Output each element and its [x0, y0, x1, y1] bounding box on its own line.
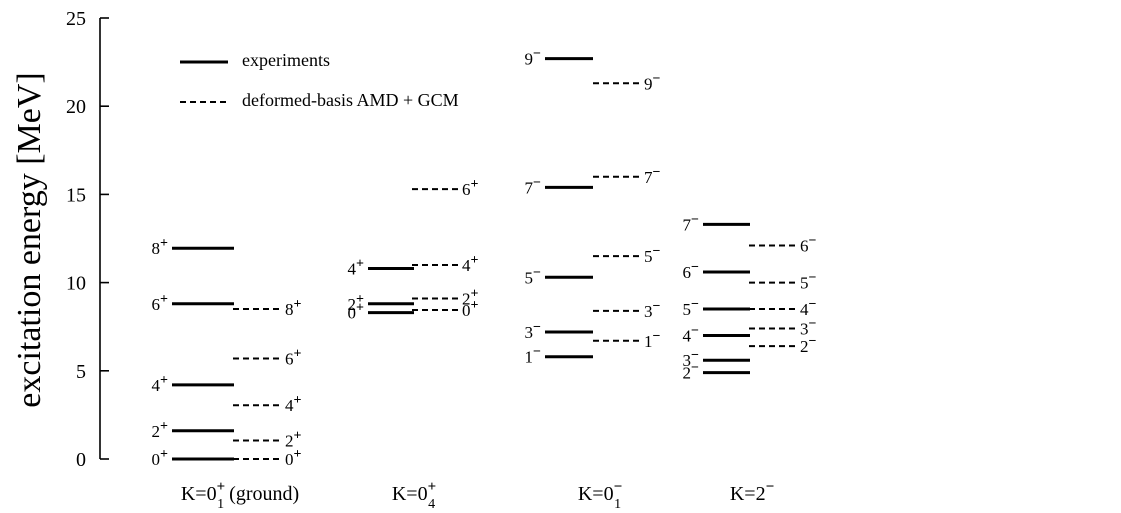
- experiment-level-label-4+: 4+: [348, 256, 365, 278]
- y-tick-label: 15: [66, 184, 86, 206]
- group-labels: K=0+1 (ground) K=0+4 K=0−1 K=2−: [181, 479, 774, 512]
- y-axis: 0 5 10 15 20 25: [66, 8, 109, 471]
- level-group-g4: 2−3−4−5−6−7−2−3−4−5−6−: [683, 212, 817, 382]
- theory-level-label-0+: 0+: [285, 447, 302, 469]
- experiment-level-label-6-: 6−: [683, 260, 700, 282]
- levels: 0+2+4+6+8+0+2+4+6+8+0+2+4+0+2+4+6+1−3−5−…: [152, 47, 817, 469]
- theory-level-label-4+: 4+: [462, 253, 479, 275]
- experiment-level-label-4+: 4+: [152, 373, 169, 395]
- level-group-g2: 0+2+4+0+2+4+6+: [348, 177, 479, 322]
- group-label-g2: K=0+4: [392, 479, 436, 512]
- y-tick-label: 20: [66, 96, 86, 118]
- experiment-level-label-5-: 5−: [683, 297, 700, 319]
- experiment-level-label-8+: 8+: [152, 236, 169, 258]
- experiment-level-label-4-: 4−: [683, 324, 700, 346]
- experiment-level-label-3-: 3−: [525, 320, 542, 342]
- experiment-level-label-0+: 0+: [152, 447, 169, 469]
- legend-label-dashed: deformed-basis AMD + GCM: [242, 90, 459, 110]
- experiment-level-label-3-: 3−: [683, 348, 700, 370]
- legend-label-solid: experiments: [242, 50, 330, 70]
- theory-level-label-8+: 8+: [285, 297, 302, 319]
- theory-level-label-4+: 4+: [285, 393, 302, 415]
- y-axis-label: excitation energy [MeV]: [11, 72, 48, 407]
- theory-level-label-6+: 6+: [285, 346, 302, 368]
- theory-level-label-2+: 2+: [285, 428, 302, 450]
- theory-level-label-4-: 4−: [800, 297, 817, 319]
- experiment-level-label-1-: 1−: [525, 345, 542, 367]
- theory-level-label-3-: 3−: [800, 316, 817, 338]
- theory-level-label-3-: 3−: [644, 299, 661, 321]
- experiment-level-label-6+: 6+: [152, 292, 169, 314]
- theory-level-label-9-: 9−: [644, 71, 661, 93]
- group-label-g1: K=0+1 (ground): [181, 479, 299, 512]
- level-group-g3: 1− 3− 5− 7− 9− 1− 3− 5− 7− 9−: [525, 47, 661, 367]
- theory-level-label-0+: 0+: [462, 298, 479, 320]
- experiment-level-label-2+: 2+: [348, 292, 365, 314]
- group-label-g3: K=0−1: [578, 479, 622, 512]
- theory-level-label-1-: 1−: [644, 329, 661, 351]
- y-tick-label: 5: [76, 361, 86, 383]
- theory-level-label-5-: 5−: [800, 271, 817, 293]
- experiment-level-label-2+: 2+: [152, 419, 169, 441]
- y-tick-label: 10: [66, 273, 86, 295]
- theory-level-label-6+: 6+: [462, 177, 479, 199]
- theory-level-label-5-: 5−: [644, 244, 661, 266]
- experiment-level-label-5-: 5−: [525, 265, 542, 287]
- theory-level-label-7-: 7−: [644, 165, 661, 187]
- legend: experiments deformed-basis AMD + GCM: [180, 50, 459, 110]
- level-group-g1: 0+2+4+6+8+0+2+4+6+8+: [152, 236, 302, 469]
- theory-level-label-2-: 2−: [800, 334, 817, 356]
- experiment-level-label-0+: 0+: [348, 301, 365, 323]
- experiment-level-label-7-: 7−: [683, 212, 700, 234]
- theory-level-label-6-: 6−: [800, 234, 817, 256]
- theory-level-label-2+: 2+: [462, 286, 479, 308]
- y-tick-label: 25: [66, 8, 86, 30]
- experiment-level-label-2-: 2−: [683, 361, 700, 383]
- experiment-level-label-9-: 9−: [525, 47, 542, 69]
- group-label-g4: K=2−: [730, 479, 774, 505]
- y-tick-label: 0: [76, 449, 86, 471]
- experiment-level-label-7-: 7−: [525, 175, 542, 197]
